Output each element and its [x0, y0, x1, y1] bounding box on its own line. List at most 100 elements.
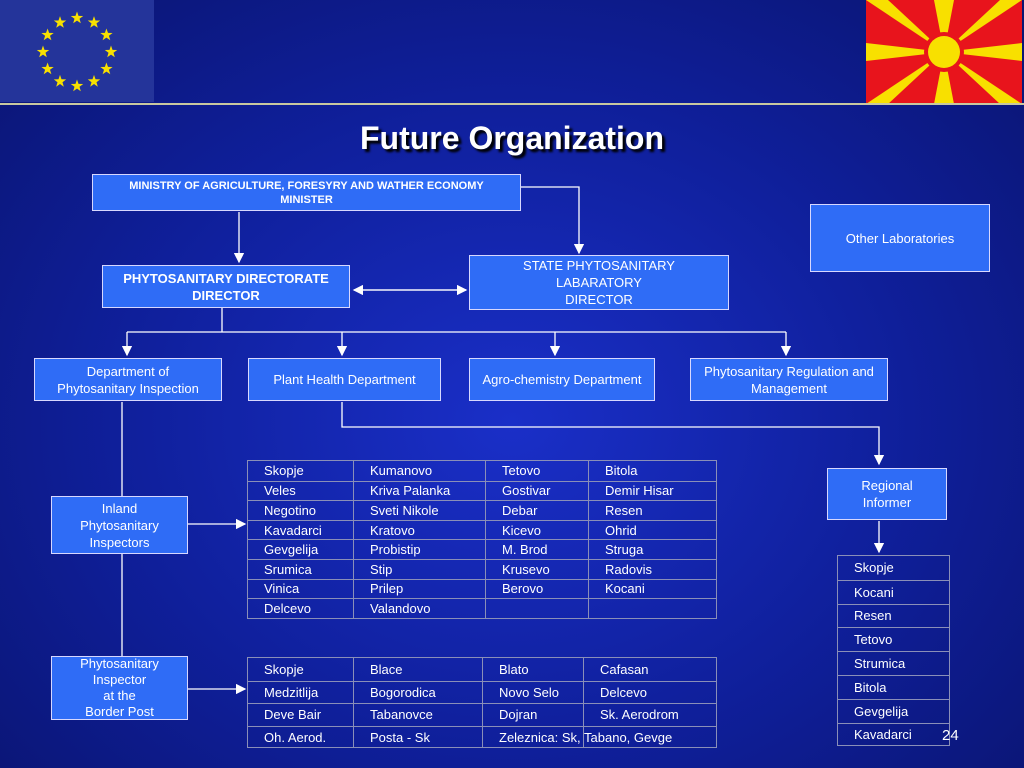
table-cell: Valandovo — [353, 599, 485, 618]
table-cell: Stip — [353, 560, 485, 579]
agro-chemistry-box: Agro-chemistry Department — [469, 358, 655, 401]
table-cell — [588, 599, 716, 618]
table-row: Gevgelija — [838, 698, 949, 723]
table-cell: Debar — [485, 501, 588, 520]
table-cell: Novo Selo — [482, 681, 583, 703]
table-cell: Dojran — [482, 704, 583, 726]
table-cell: Veles — [264, 483, 296, 499]
table-cell: Krusevo — [485, 560, 588, 579]
table-cell: Srumica — [264, 561, 312, 577]
eu-stars-icon — [36, 11, 118, 92]
lab-title: STATE PHYTOSANITARY — [523, 258, 675, 273]
table-cell: Bitola — [588, 461, 716, 481]
table-cell: Delcevo — [583, 681, 716, 703]
table-cell: Skopje — [854, 560, 894, 576]
table-cell: Oh. Aerod. — [264, 729, 327, 745]
dept-inspection-line1: Department of — [86, 363, 170, 379]
eu-star-icon — [87, 16, 101, 28]
eu-star-icon — [53, 16, 67, 28]
table-row: Skopje — [838, 556, 949, 580]
table-cell: Prilep — [353, 579, 485, 599]
table-cell: Berovo — [485, 579, 588, 599]
table-cell: Resen — [588, 501, 716, 520]
eu-flag — [0, 0, 154, 102]
table-cell: Strumica — [854, 656, 906, 672]
eu-star-icon — [36, 45, 50, 58]
table-cell: Gostivar — [485, 481, 588, 501]
dept-inspection-line2: Phytosanitary Inspection — [57, 380, 199, 396]
table-row: Resen — [838, 603, 949, 628]
other-labs-label: Other Laboratories — [845, 230, 955, 246]
table-cell: Gevgelija — [854, 703, 909, 719]
plant-health-label: Plant Health Department — [273, 372, 416, 387]
table-cell: Tetovo — [485, 461, 588, 481]
table-cell: Bitola — [854, 679, 887, 695]
table-cell: Negotino — [264, 502, 317, 518]
table-cell: Sk. Aerodrom — [583, 704, 716, 726]
page-number: 24 — [942, 727, 959, 744]
table-cell: Posta - Sk — [353, 726, 482, 748]
table-cell: Kumanovo — [353, 461, 485, 481]
table-row: Tetovo — [838, 627, 949, 651]
directorate-title: PHYTOSANITARY DIRECTORATE — [123, 270, 329, 286]
ministry-title: MINISTRY OF AGRICULTURE, FORESYRY AND WA… — [129, 179, 484, 192]
macedonia-flag — [866, 0, 1022, 104]
table-cell: Kratovo — [353, 520, 485, 540]
table-cell: Kocani — [588, 579, 716, 599]
regional-line2: Informer — [862, 495, 912, 510]
regional-line1: Regional — [861, 478, 913, 493]
eu-star-icon — [100, 62, 113, 75]
regulation-line2: Management — [751, 380, 827, 396]
agro-chemistry-label: Agro-chemistry Department — [482, 372, 642, 387]
eu-star-icon — [104, 45, 118, 58]
eu-star-icon — [70, 79, 84, 92]
inland-line1: Inland — [101, 500, 138, 516]
ministry-box: MINISTRY OF AGRICULTURE, FORESYRY AND WA… — [92, 174, 521, 211]
table-cell: Skopje — [264, 463, 304, 479]
table-cell: Vinica — [264, 581, 300, 597]
table-cell: Demir Hisar — [588, 481, 716, 501]
table-cell: Struga — [588, 540, 716, 559]
eu-star-icon — [53, 74, 67, 87]
table-cell: Tetovo — [854, 632, 893, 648]
directorate-role: DIRECTOR — [192, 287, 260, 303]
table-cell: Probistip — [353, 540, 485, 559]
table-cell: Medzitlija — [264, 684, 319, 700]
table-row: Kocani — [838, 579, 949, 604]
table-cell: Kicevo — [485, 520, 588, 540]
inland-line2: Phytosanitary — [80, 517, 159, 533]
inland-line3: Inspectors — [89, 534, 150, 550]
table-row: Kavadarci — [838, 722, 949, 747]
table-row: Bitola — [838, 675, 949, 699]
table-cell — [485, 599, 588, 618]
eu-star-icon — [41, 62, 54, 75]
table-cell: Tabanovce — [353, 704, 482, 726]
eu-star-icon — [87, 74, 101, 87]
table-cell: Bogorodica — [353, 681, 482, 703]
table-cell: Kavadarci — [854, 727, 912, 743]
plant-health-box: Plant Health Department — [248, 358, 441, 401]
eu-star-icon — [70, 11, 84, 24]
lab-subtitle: LABARATORY — [556, 275, 642, 290]
table-cell: Skopje — [264, 661, 304, 677]
table-cell: Resen — [854, 608, 892, 624]
